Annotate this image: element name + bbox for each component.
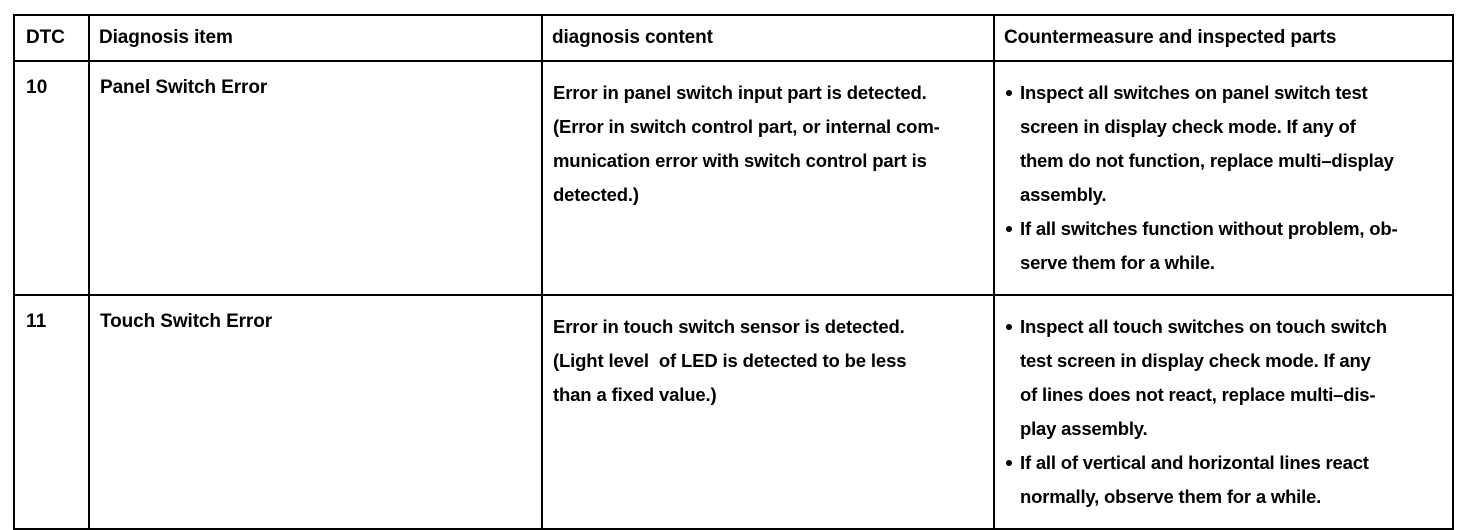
countermeasure-line: assembly. [1020,184,1107,205]
list-item: If all switches function without problem… [1005,212,1442,280]
bullet-icon [1006,324,1012,330]
cell-countermeasure: Inspect all touch switches on touch swit… [993,294,1454,530]
bullet-icon [1006,226,1012,232]
diagnosis-item-value: Touch Switch Error [100,311,273,332]
countermeasure-list: Inspect all switches on panel switch tes… [1005,76,1442,280]
cell-dtc-code: 11 [13,294,90,530]
column-header-diagnosis-item-label: Diagnosis item [99,27,233,48]
countermeasure-line: If all switches function without problem… [1020,218,1398,239]
dtc-code-value: 11 [26,311,47,332]
content-line: than a fixed value.) [553,384,717,405]
countermeasure-line: them do not function, replace multi–disp… [1020,150,1394,171]
column-header-diagnosis-content: diagnosis content [541,14,995,62]
diagnosis-content-text: Error in touch switch sensor is detected… [553,310,983,412]
countermeasure-line: Inspect all touch switches on touch swit… [1020,316,1387,337]
column-header-diagnosis-content-label: diagnosis content [552,27,713,48]
column-header-dtc: DTC [13,14,90,62]
dtc-code-value: 10 [26,77,48,98]
list-item: If all of vertical and horizontal lines … [1005,446,1442,514]
countermeasure-line: serve them for a while. [1020,252,1215,273]
cell-diagnosis-content: Error in touch switch sensor is detected… [541,294,995,530]
bullet-icon [1006,460,1012,466]
content-line: (Error in switch control part, or intern… [553,116,940,137]
countermeasure-line: play assembly. [1020,418,1148,439]
content-line: Error in panel switch input part is dete… [553,82,927,103]
countermeasure-line: Inspect all switches on panel switch tes… [1020,82,1368,103]
diagnosis-item-value: Panel Switch Error [100,77,268,98]
table-header: DTC Diagnosis item diagnosis content Cou… [13,14,1454,62]
diagnosis-content-text: Error in panel switch input part is dete… [553,76,983,212]
countermeasure-line: screen in display check mode. If any of [1020,116,1356,137]
column-header-dtc-label: DTC [26,27,65,48]
bullet-icon [1006,90,1012,96]
countermeasure-line: of lines does not react, replace multi–d… [1020,384,1376,405]
column-header-countermeasure: Countermeasure and inspected parts [993,14,1454,62]
countermeasure-line: normally, observe them for a while. [1020,486,1322,507]
content-line: munication error with switch control par… [553,150,927,171]
table-body: 10 Panel Switch Error Error in panel swi… [13,60,1454,530]
dtc-diagnosis-table: DTC Diagnosis item diagnosis content Cou… [13,14,1454,530]
document-page: DTC Diagnosis item diagnosis content Cou… [13,14,1454,530]
content-line: (Light level of LED is detected to be le… [553,350,907,371]
countermeasure-list: Inspect all touch switches on touch swit… [1005,310,1442,514]
cell-diagnosis-content: Error in panel switch input part is dete… [541,60,995,296]
cell-dtc-code: 10 [13,60,90,296]
table-row: 10 Panel Switch Error Error in panel swi… [13,60,1454,296]
table-row: 11 Touch Switch Error Error in touch swi… [13,294,1454,530]
countermeasure-line: If all of vertical and horizontal lines … [1020,452,1369,473]
content-line: detected.) [553,184,639,205]
list-item: Inspect all switches on panel switch tes… [1005,76,1442,212]
cell-diagnosis-item: Touch Switch Error [88,294,543,530]
countermeasure-line: test screen in display check mode. If an… [1020,350,1371,371]
column-header-countermeasure-label: Countermeasure and inspected parts [1004,27,1337,48]
column-header-diagnosis-item: Diagnosis item [88,14,543,62]
cell-diagnosis-item: Panel Switch Error [88,60,543,296]
cell-countermeasure: Inspect all switches on panel switch tes… [993,60,1454,296]
table-header-row: DTC Diagnosis item diagnosis content Cou… [13,14,1454,62]
list-item: Inspect all touch switches on touch swit… [1005,310,1442,446]
content-line: Error in touch switch sensor is detected… [553,316,905,337]
